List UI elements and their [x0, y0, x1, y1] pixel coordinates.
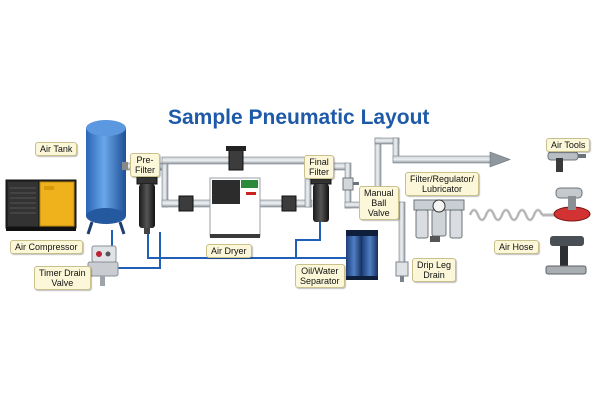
- frl-unit-icon: [413, 199, 465, 242]
- air-compressor-icon: [5, 179, 77, 231]
- label-air-tank: Air Tank: [35, 142, 78, 156]
- drip-leg-drain-icon: [395, 261, 409, 282]
- label-air-hose: Air Hose: [494, 240, 539, 254]
- label-drip-leg-drain: Drip Leg Drain: [412, 258, 457, 282]
- timer-drain-valve-icon: [87, 245, 119, 286]
- oil-water-separator-icon: [346, 230, 378, 280]
- label-final-filter: Final Filter: [304, 155, 334, 179]
- label-pre-filter: Pre- Filter: [130, 153, 160, 177]
- page-title: Sample Pneumatic Layout: [168, 106, 430, 129]
- air-hose-icon: [468, 208, 560, 222]
- label-air-dryer: Air Dryer: [206, 244, 252, 258]
- final-filter-icon: [310, 173, 332, 222]
- air-tank-icon: [86, 120, 128, 235]
- flow-arrow-icon: [489, 151, 511, 168]
- air-tool-icon: [547, 151, 586, 172]
- label-oil-water-separator: Oil/Water Separator: [295, 264, 345, 288]
- label-timer-drain-valve: Timer Drain Valve: [34, 266, 91, 290]
- label-manual-ball-valve: Manual Ball Valve: [359, 186, 399, 220]
- bypass-valve-icon: [178, 146, 297, 212]
- air-dryer-icon: [209, 177, 261, 238]
- manual-ball-valve-icon: [342, 177, 359, 191]
- label-filter-regulator-lubricator: Filter/Regulator/ Lubricator: [405, 172, 480, 196]
- air-sander-icon: [553, 187, 591, 222]
- label-air-compressor: Air Compressor: [10, 240, 83, 254]
- pre-filter-icon: [136, 173, 158, 234]
- air-nailer-icon: [545, 236, 587, 275]
- label-air-tools: Air Tools: [546, 138, 591, 152]
